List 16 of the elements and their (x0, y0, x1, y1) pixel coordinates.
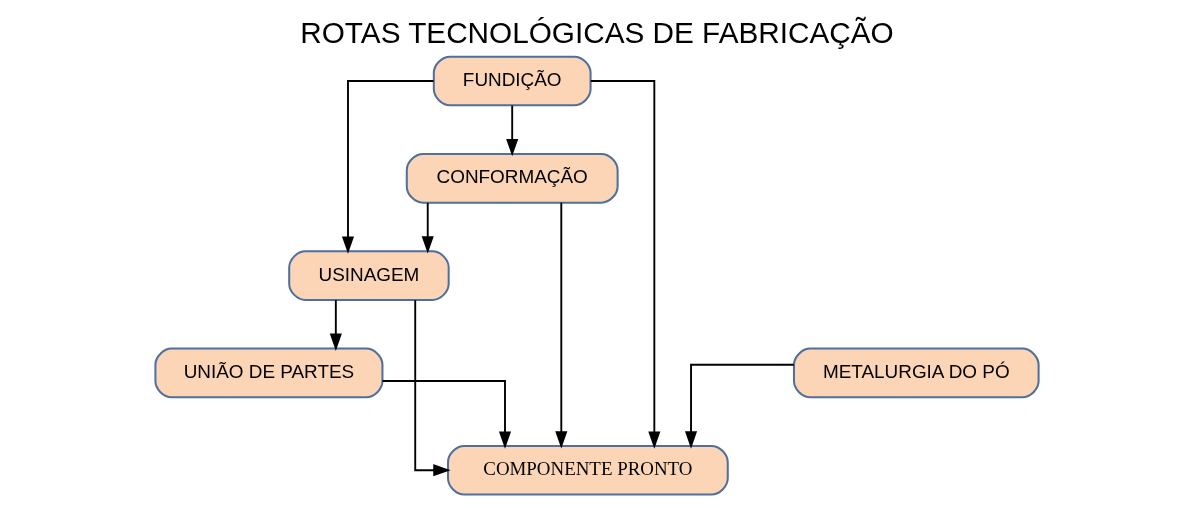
node-box: FUNDIÇÃO (432, 55, 592, 107)
node-box: UNIÃO DE PARTES (154, 347, 384, 399)
node-box: CONFORMAÇÃO (405, 152, 619, 204)
arrow (414, 299, 451, 477)
arrow (329, 299, 342, 351)
diagram-title: ROTAS TECNOLÓGICAS DE FABRICAÇÃO (300, 15, 894, 49)
node-box: USINAGEM (288, 250, 450, 301)
arrow (421, 201, 434, 254)
arrow (341, 80, 435, 254)
arrow (555, 201, 568, 449)
arrow (589, 80, 661, 449)
node-box: METALURGIA DO PÓ (792, 347, 1040, 399)
node-box: COMPONENTE PRONTO (447, 444, 729, 496)
arrow (684, 363, 795, 449)
arrow (381, 380, 512, 449)
arrow (506, 104, 519, 157)
